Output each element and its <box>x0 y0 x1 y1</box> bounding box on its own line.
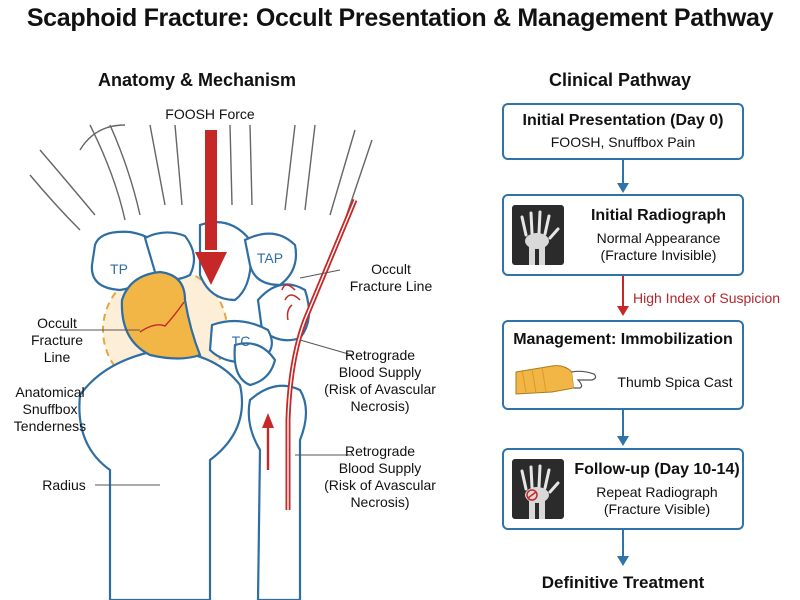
xray-fracture-icon <box>512 459 564 519</box>
metacarpal-outline <box>89 124 126 221</box>
label-line: Line <box>43 349 71 365</box>
label-line: Blood Supply <box>338 460 422 476</box>
xray-hand-graphic <box>520 464 560 519</box>
label-line: Snuffbox <box>22 401 78 417</box>
text-line: (Fracture Invisible) <box>600 247 717 263</box>
occult-fracture-label-left: Occult Fracture Line <box>14 315 100 366</box>
snuffbox-label: Anatomical Snuffbox Tenderness <box>2 384 98 435</box>
metacarpal-outline <box>39 149 96 216</box>
pathway-arrow-head <box>617 183 629 193</box>
step-title: Initial Presentation (Day 0) <box>522 112 724 129</box>
step-title: Management: Immobilization <box>513 331 733 348</box>
scaphoid-bone <box>120 270 202 360</box>
radius-label: Radius <box>42 477 86 493</box>
retrograde-label-2: Retrograde Blood Supply (Risk of Avascul… <box>312 443 448 511</box>
label-line: Fracture <box>30 332 84 348</box>
radius-bone <box>78 348 244 600</box>
foosh-arrow-head <box>195 252 227 285</box>
label-line: Retrograde <box>344 443 416 459</box>
definitive-treatment: Definitive Treatment <box>541 573 705 592</box>
metacarpal-outline <box>249 124 253 206</box>
pisiform-bone <box>233 342 277 387</box>
step-text: Thumb Spica Cast <box>617 374 733 390</box>
step-title: Follow-up (Day 10-14) <box>574 461 740 478</box>
hamate-bone <box>243 232 298 287</box>
cast-icon <box>515 365 597 395</box>
metacarpal-outline <box>329 129 356 216</box>
metacarpal-outline <box>174 124 183 206</box>
ulna-bone <box>247 384 308 600</box>
xray-hand-graphic <box>520 210 560 265</box>
label-line: Occult <box>371 261 411 277</box>
suspicion-label: High Index of Suspicion <box>633 290 781 306</box>
step-follow-up: Follow-up (Day 10-14) Repeat Radiograph … <box>502 448 744 530</box>
text-line: Normal Appearance <box>596 230 721 246</box>
triquetrum-bone <box>256 283 311 342</box>
foosh-arrow-shaft <box>205 130 217 250</box>
leader-line <box>299 339 353 356</box>
retrograde-label-1: Retrograde Blood Supply (Risk of Avascul… <box>312 347 448 415</box>
label-line: (Risk of Avascular <box>324 381 436 397</box>
label-line: Anatomical <box>15 384 85 400</box>
anatomy-heading: Anatomy & Mechanism <box>98 70 297 90</box>
step-text: Repeat Radiograph (Fracture Visible) <box>572 484 742 518</box>
suspicion-arrow-head <box>617 306 629 316</box>
label-line: Necrosis) <box>350 398 410 414</box>
tap-label: TAP <box>256 250 284 266</box>
tp-label: TP <box>110 261 128 277</box>
step-title: Initial Radiograph <box>590 207 727 224</box>
step-text: FOOSH, Snuffbox Pain <box>550 134 696 150</box>
metacarpal-bones <box>29 124 373 231</box>
metacarpal-outline <box>109 124 141 216</box>
metacarpal-outline <box>304 124 316 211</box>
label-line: Blood Supply <box>338 364 422 380</box>
blood-flow-arrow-head <box>262 413 274 428</box>
metacarpal-outline <box>29 174 81 231</box>
metacarpal-outline <box>149 124 166 206</box>
xray-hand-icon <box>512 205 564 265</box>
tc-label: TC <box>231 333 251 349</box>
metacarpal-outline <box>284 124 296 211</box>
occult-fracture-label-right: Occult Fracture Line <box>336 261 446 295</box>
step-initial-radiograph: Initial Radiograph Normal Appearance (Fr… <box>502 194 744 276</box>
metacarpal-outline <box>344 139 373 221</box>
foosh-label: FOOSH Force <box>165 106 255 122</box>
artery-highlight <box>287 199 356 510</box>
text-line: Repeat Radiograph <box>596 484 718 500</box>
pathway-arrow-head <box>617 556 629 566</box>
metacarpal-outline <box>229 124 233 206</box>
label-line: Necrosis) <box>350 494 410 510</box>
artery-branches <box>281 284 301 321</box>
pathway-heading: Clinical Pathway <box>549 70 692 90</box>
step-initial-presentation: Initial Presentation (Day 0) FOOSH, Snuf… <box>502 103 744 160</box>
step-management: Management: Immobilization Thumb Spica C… <box>502 320 744 410</box>
pathway-arrow-head <box>617 436 629 446</box>
label-line: Retrograde <box>344 347 416 363</box>
page-title: Scaphoid Fracture: Occult Presentation &… <box>26 4 774 32</box>
label-line: Occult <box>37 315 77 331</box>
metacarpal-outline <box>79 124 126 151</box>
text-line: (Fracture Visible) <box>603 501 711 517</box>
leader-line <box>299 269 341 279</box>
step-text: Normal Appearance (Fracture Invisible) <box>576 230 741 264</box>
label-line: (Risk of Avascular <box>324 477 436 493</box>
label-line: Tenderness <box>13 418 87 434</box>
fracture-line <box>139 301 185 333</box>
label-line: Fracture Line <box>349 278 433 294</box>
